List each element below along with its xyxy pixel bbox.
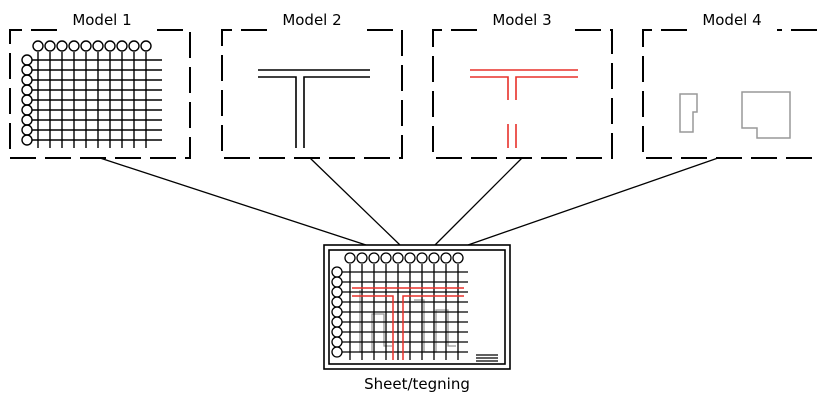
model-1-grid	[21, 40, 162, 148]
model-1-label: Model 1	[72, 11, 131, 29]
model-1-frame	[9, 29, 191, 159]
sheet-label: Sheet/tegning	[364, 375, 470, 393]
sheet-grid	[331, 252, 468, 360]
connector-model-4	[467, 157, 719, 246]
model-4: Model 4	[642, 11, 817, 159]
model-4-frame	[642, 29, 817, 159]
sheet-outer-frame	[323, 244, 511, 370]
model-4-rooms	[679, 91, 791, 139]
model-2-label: Model 2	[282, 11, 341, 29]
model-3-label: Model 3	[492, 11, 551, 29]
connectors	[99, 157, 719, 246]
connector-model-3	[434, 157, 523, 246]
model-2: Model 2	[221, 11, 403, 159]
model-3-frame	[432, 29, 613, 159]
model-1: Model 1	[9, 11, 191, 159]
sheet: Sheet/tegning	[323, 244, 511, 393]
model-4-label: Model 4	[702, 11, 761, 29]
model-3-walls	[470, 69, 578, 148]
connector-model-2	[309, 157, 401, 246]
model-2-frame	[221, 29, 403, 159]
sheet-inner-frame	[328, 249, 506, 365]
model-3: Model 3	[432, 11, 613, 159]
connector-model-1	[99, 157, 367, 246]
sheet-red-walls	[352, 287, 464, 360]
model-2-walls	[258, 69, 370, 148]
sheet-title-block	[476, 354, 498, 362]
